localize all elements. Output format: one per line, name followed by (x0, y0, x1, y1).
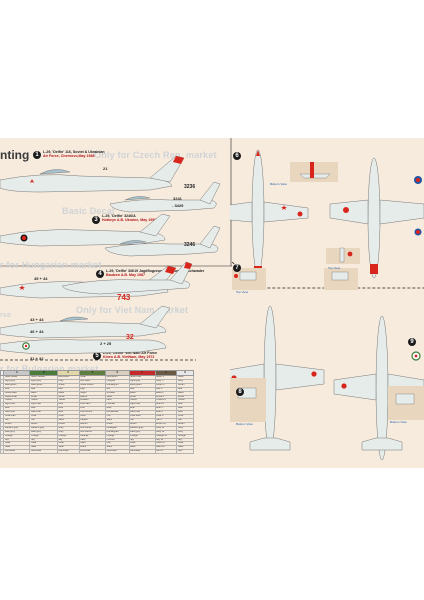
tan-view-panel-bottom-left (230, 378, 266, 422)
side-view-aircraft-8 (0, 339, 167, 355)
plan-view-aircraft-1 (230, 149, 309, 280)
paint-table-cell: Gunmetal (128, 449, 156, 455)
paint-table-cell: Gunmetal (3, 449, 31, 455)
caption-4: L-29, 'Delfin' 3/8/19 Jagdflugzeugausbil… (106, 269, 204, 277)
caption-4-line2: Bautzen A.B. May 1987 (106, 273, 146, 278)
paint-table-header-cell: H (176, 370, 194, 376)
badge-8: 8 (236, 388, 244, 396)
code-3429: - 3429 (172, 203, 184, 208)
code-3236: 3236 (184, 184, 196, 190)
plan-view-aircraft-2 (329, 157, 424, 279)
paint-table-cell: Gunmetal (56, 449, 80, 455)
paint-table-cell: Gunmetal (29, 449, 58, 455)
view-label-3: Top View (236, 290, 249, 294)
code-743: 743 (117, 293, 131, 302)
decal-sheet: nting Only for Czech Rep. market Basic D… (0, 138, 424, 468)
badge-1: 1 (33, 151, 41, 159)
view-label-1: Bottom View (270, 182, 287, 186)
badge-9: 9 (408, 338, 416, 346)
paint-table-header-cell: F (128, 370, 156, 376)
caption-1-line1: L-29, 'Delfin' 116, Soviet & Ukrainian (43, 150, 105, 154)
side-view-aircraft-2 (109, 181, 221, 213)
view-label-4: Bottom View (236, 422, 253, 426)
caption-3: L-29, 'Delfin' 3246/A Hotkeye A.B. Ukrai… (102, 214, 156, 222)
caption-5-line1: L-29, 'Delfin' Viet Nam Air Force (103, 351, 158, 355)
side-view-aircraft-6 (61, 261, 193, 295)
plan-views (230, 149, 424, 461)
code-21: 21 (103, 166, 108, 171)
badge-5: 5 (93, 352, 101, 360)
code-45-44: 45 + 44 (34, 276, 48, 281)
tan-view-panel-left (232, 268, 266, 290)
tail-detail-2 (326, 247, 360, 264)
tan-view-panel-bottom-right (388, 386, 424, 420)
code-2-25: 2 + 25 (100, 341, 112, 346)
market-viet-nam: Only for Viet Nam market (76, 305, 189, 315)
caption-5: L-29, 'Delfin' Viet Nam Air Force Kinen … (103, 351, 157, 359)
market-czech: Only for Czech Rep. market (94, 150, 217, 160)
stub-label: rse (0, 312, 12, 319)
paint-table-header-cell: G (154, 370, 178, 376)
badge-4: 4 (96, 270, 104, 278)
section-title: nting (0, 148, 30, 162)
market-bulgarian: r for Bulgarian market (0, 364, 99, 374)
paint-table-cell: Gunmetal (105, 449, 130, 455)
view-label-5: Bottom View (390, 420, 407, 424)
basic-decal-label: Basic Decal (62, 206, 115, 216)
code-43-44: 43 + 44 (30, 317, 44, 322)
badge-3: 3 (92, 216, 100, 224)
badge-6: 6 (233, 152, 241, 160)
code-46-44: 46 + 44 (30, 329, 44, 334)
side-view-aircraft-7 (0, 305, 171, 339)
side-view-aircraft-4 (104, 225, 221, 257)
badge-7: 7 (233, 264, 241, 272)
paint-table-header-cell: A (3, 370, 31, 376)
tail-detail-1 (290, 162, 338, 182)
code-32: 32 (126, 334, 134, 341)
sheet-dividers (0, 138, 424, 361)
side-views (0, 155, 221, 355)
caption-1-line2: Air Force, Chernovo,May 1988 (43, 154, 95, 159)
code-3241: 3241 (173, 196, 182, 201)
paint-table-cell: Gun (176, 449, 194, 455)
paint-table-cell: Gunmetal (78, 449, 107, 455)
caption-4-line1: L-29, 'Delfin' 3/8/19 Jagdflugzeugausbil… (106, 269, 205, 273)
paint-table-header-cell: E (105, 370, 130, 376)
caption-5-line2: Kinen A.B. VietNam, May 1972 (103, 355, 155, 360)
paint-table-cell: Gun 17 (154, 449, 178, 455)
caption-3-line1: L-29, 'Delfin' 3246/A (102, 214, 136, 218)
dashed-divider (231, 261, 424, 289)
paint-table-header-cell (0, 370, 5, 376)
tan-view-panel-right (324, 268, 358, 290)
view-label-2: Top View (328, 266, 341, 270)
caption-3-line2: Hotkeye A.B. Ukraine, May 1999 (102, 218, 157, 223)
code-3246: 3246 (184, 242, 196, 248)
paint-swatch-cell (0, 449, 5, 455)
caption-1: L-29, 'Delfin' 116, Soviet & Ukrainian A… (43, 150, 105, 158)
side-view-aircraft-3 (0, 213, 171, 247)
side-view-aircraft-1 (0, 155, 185, 193)
code-31-32: 31 + 32 (30, 356, 44, 361)
market-hungarian: r for Hungarian market (0, 260, 102, 270)
